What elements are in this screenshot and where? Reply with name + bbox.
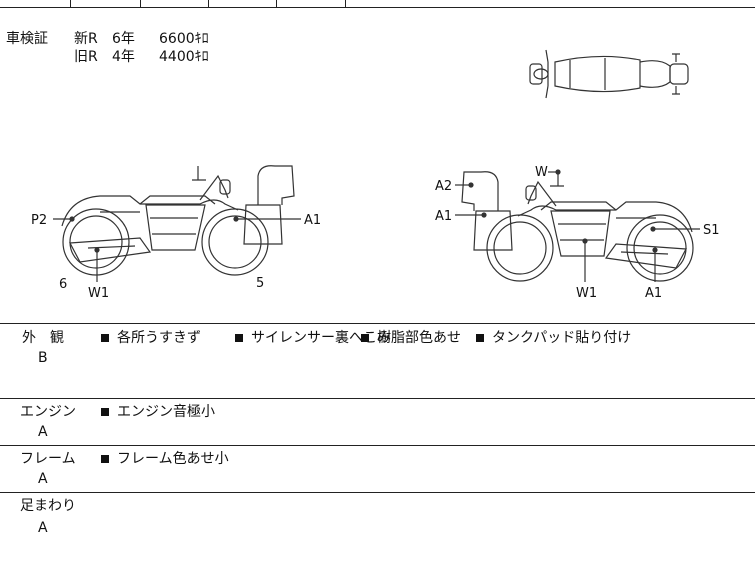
old-r-price: 4400ｷﾛ bbox=[159, 49, 209, 65]
note-item: エンジン音極小 bbox=[117, 404, 215, 420]
new-r-kind: 新R bbox=[74, 31, 98, 47]
header-cell-divider bbox=[276, 0, 277, 7]
bullet-square bbox=[235, 334, 243, 342]
bullet-square bbox=[361, 334, 369, 342]
header-cell-divider bbox=[208, 0, 209, 7]
bullet-square bbox=[101, 408, 109, 416]
motorcycle-damage-diagram: P2 A1 6 W1 5 A2 A1 W S1 W1 A1 bbox=[31, 49, 720, 301]
label-six: 6 bbox=[59, 277, 67, 292]
section-title-suspension: 足まわり bbox=[20, 498, 76, 514]
label-w1-right: W1 bbox=[576, 286, 597, 301]
note-item: 樹脂部色あせ bbox=[377, 330, 461, 346]
section-title-frame: フレーム bbox=[20, 451, 76, 467]
note-item: 各所うすきず bbox=[117, 330, 201, 346]
label-w: W bbox=[535, 165, 548, 180]
new-r-years: 6年 bbox=[112, 31, 135, 47]
bullet-square bbox=[101, 334, 109, 342]
section-title-exterior: 外 観 bbox=[22, 330, 64, 346]
grade-suspension: A bbox=[38, 520, 48, 536]
old-r-kind: 旧R bbox=[74, 49, 98, 65]
bullet-square bbox=[476, 334, 484, 342]
left-leader-lines bbox=[53, 216, 301, 282]
note-item: サイレンサー裏へこみ bbox=[251, 330, 391, 346]
label-p2: P2 bbox=[31, 213, 47, 228]
header-cell-divider bbox=[70, 0, 71, 7]
label-a1-right-bottom: A1 bbox=[645, 286, 662, 301]
left-side-motorcycle bbox=[61, 165, 295, 276]
table-rule bbox=[0, 323, 755, 324]
label-a2: A2 bbox=[435, 179, 452, 194]
table-rule bbox=[0, 492, 755, 493]
grade-exterior: B bbox=[38, 350, 48, 366]
table-rule bbox=[0, 445, 755, 446]
bullet-square bbox=[101, 455, 109, 463]
note-item: タンクパッド貼り付け bbox=[492, 330, 632, 346]
note-item: フレーム色あせ小 bbox=[117, 451, 229, 467]
label-a1-right: A1 bbox=[435, 209, 452, 224]
section-title-engine: エンジン bbox=[20, 404, 76, 420]
label-s1: S1 bbox=[703, 223, 720, 238]
right-leader-lines bbox=[455, 169, 700, 282]
header-cell-divider bbox=[140, 0, 141, 7]
right-side-motorcycle bbox=[461, 171, 694, 282]
old-r-years: 4年 bbox=[112, 49, 135, 65]
grade-engine: A bbox=[38, 424, 48, 440]
table-rule bbox=[0, 7, 755, 8]
label-a1-left: A1 bbox=[304, 213, 321, 228]
grade-frame: A bbox=[38, 471, 48, 487]
new-r-price: 6600ｷﾛ bbox=[159, 31, 209, 47]
inspection-label: 車検証 bbox=[6, 31, 48, 47]
label-w1-left: W1 bbox=[88, 286, 109, 301]
table-rule bbox=[0, 398, 755, 399]
header-cell-divider bbox=[345, 0, 346, 7]
label-five: 5 bbox=[256, 276, 264, 291]
top-view-motorcycle bbox=[529, 49, 689, 99]
